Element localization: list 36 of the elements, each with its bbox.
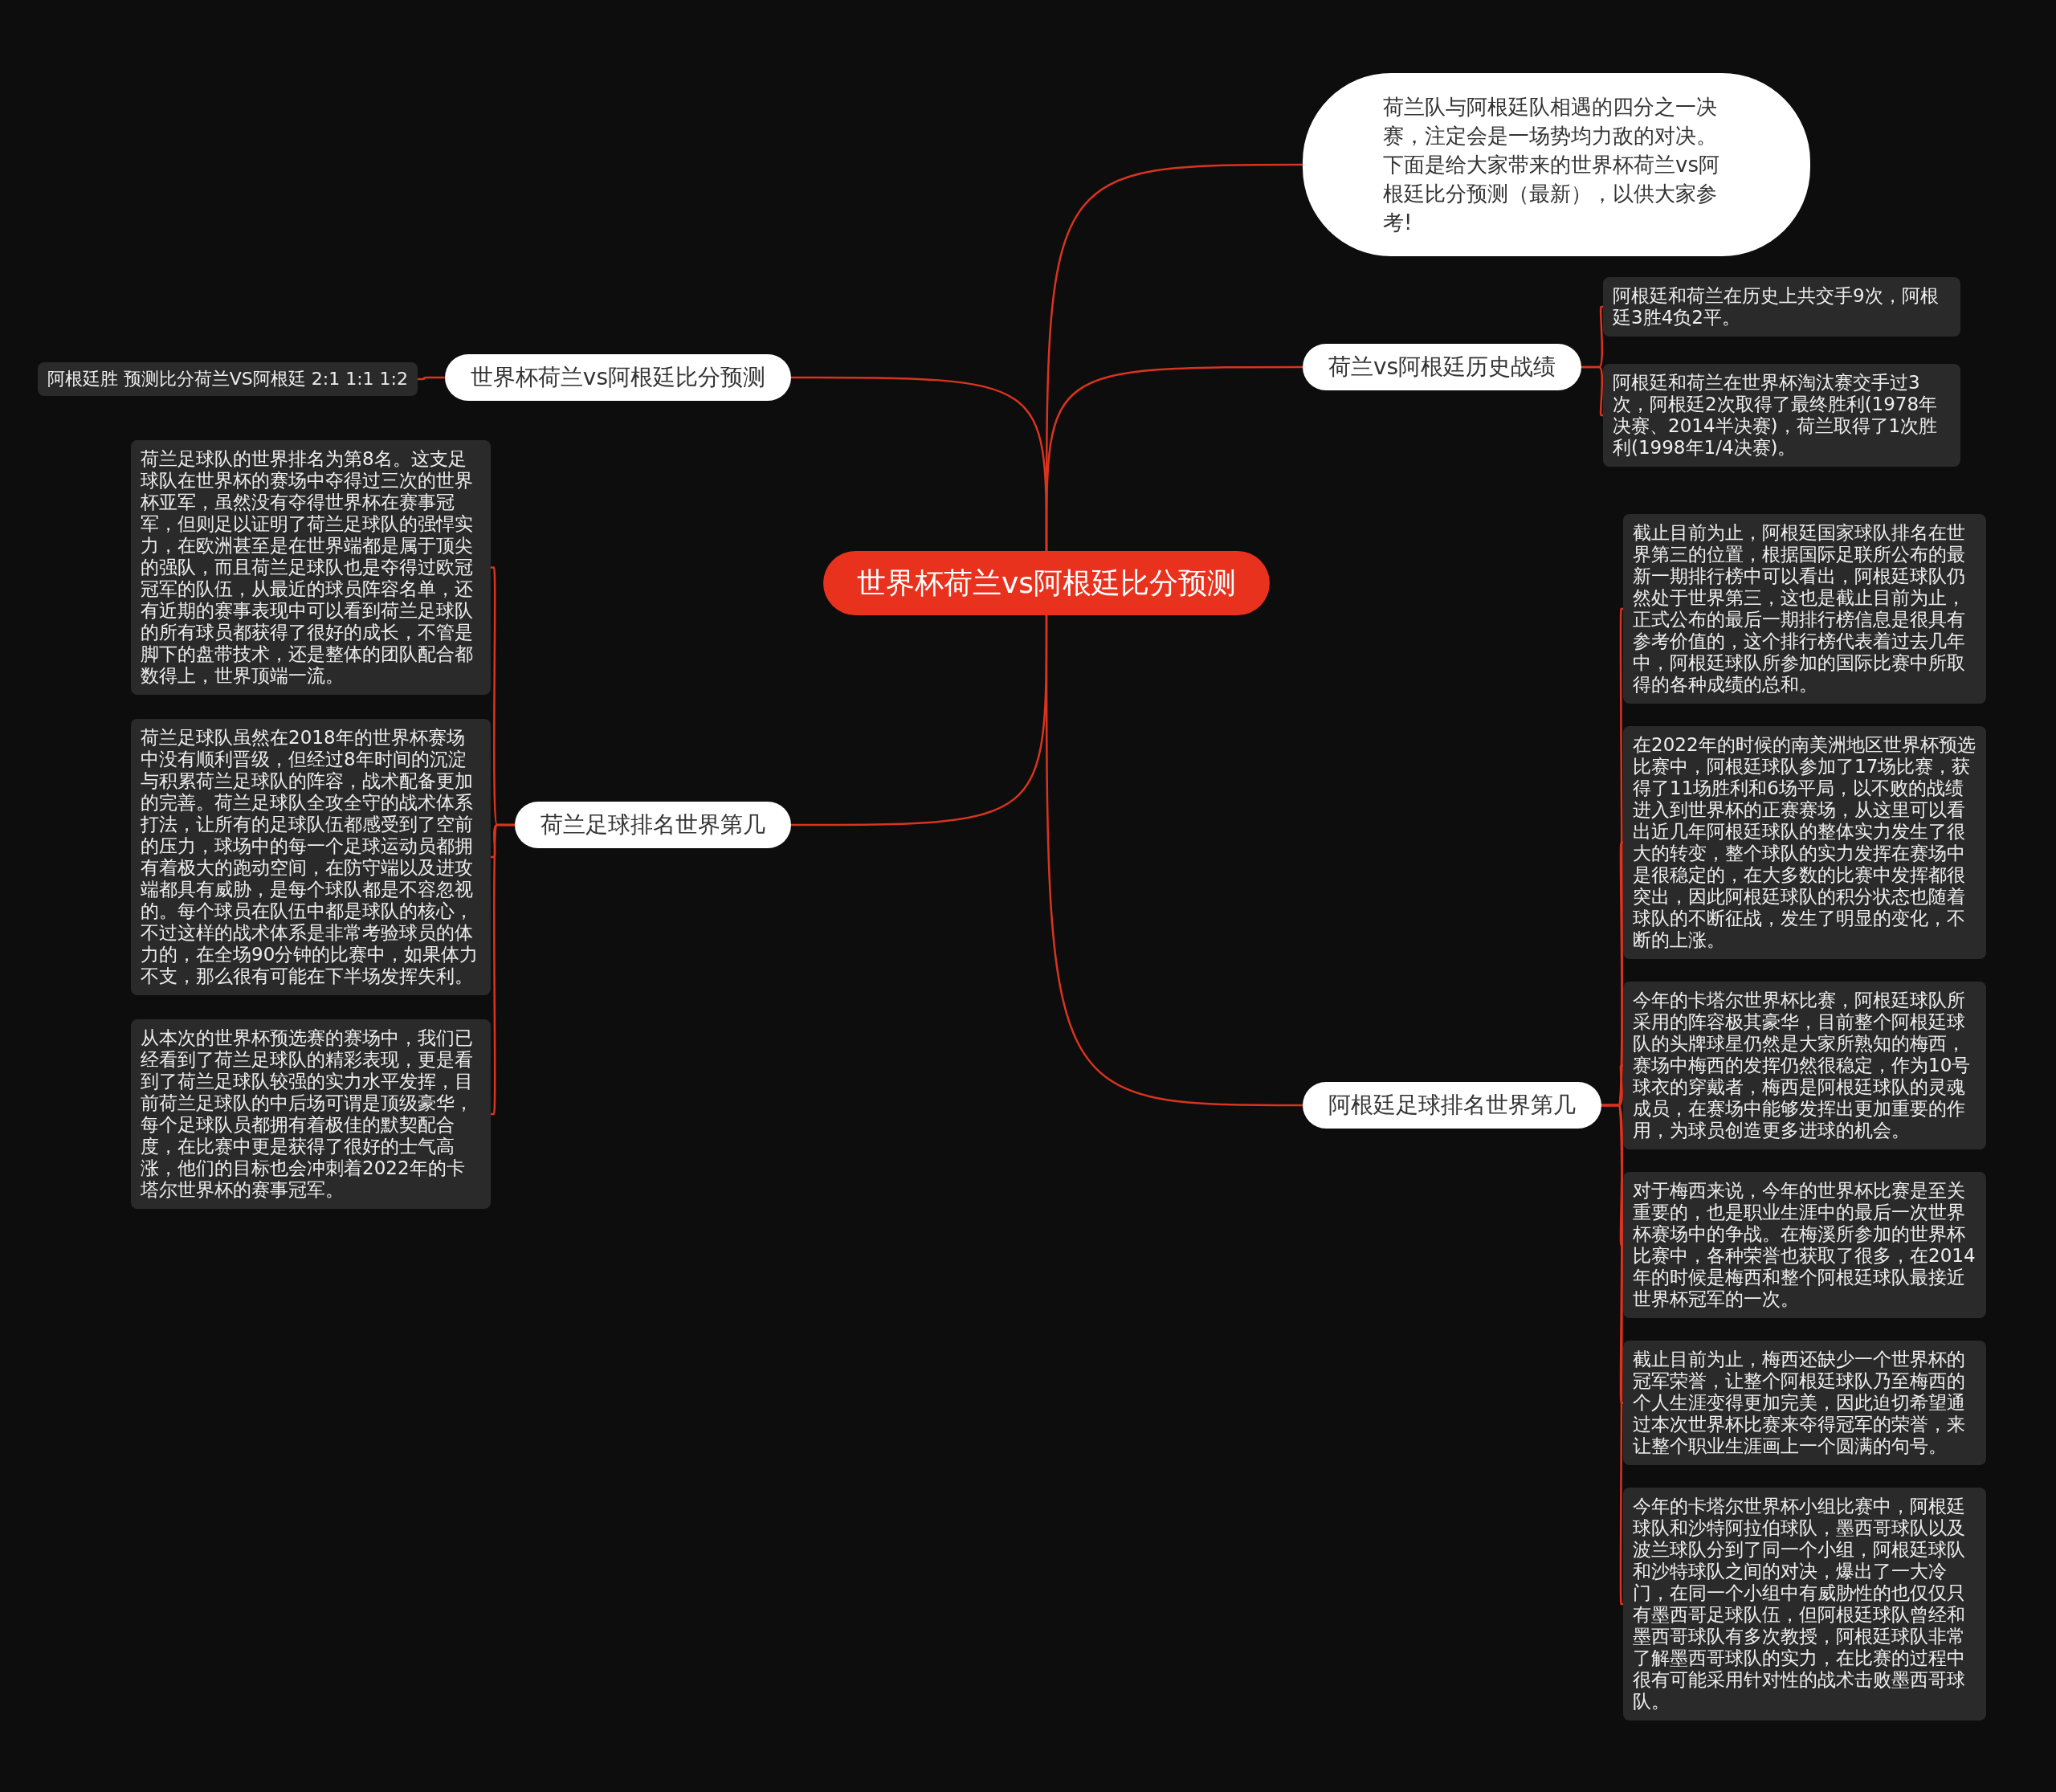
topic-title: 世界杯荷兰vs阿根廷比分预测 bbox=[855, 565, 1238, 601]
note-card bbox=[1623, 1341, 1986, 1465]
note-text: 阿根廷和荷兰在历史上共交手9次，阿根廷3胜4负2平。 bbox=[1613, 285, 1940, 329]
note-card bbox=[1603, 364, 1960, 467]
note-card bbox=[131, 1019, 491, 1209]
note-card bbox=[1603, 277, 1960, 337]
note-text: 荷兰足球队虽然在2018年的世界杯赛场中没有顺利晋级，但经过8年时间的沉淀与积累荷兰足球队的阵容，战术配备更加的完善。荷兰足球队全攻全守的战术体系打法，让所有的足球队伍都感受到了空前的压力，球场中的每一个足球运动员都拥有着极大的跑动空间，在防守端以及进攻端都具有威胁，是每个球队都是不容忽视的。每个球员在队伍中都是球队的核心，不过这样的战术体系是非常考验球员的体力的，在全场90分钟的比赛中，如果体力不支，那么很有可能在下半场发挥失利。 bbox=[141, 727, 479, 987]
note-card bbox=[1623, 1172, 1986, 1318]
intro-text: 荷兰队与阿根廷队相遇的四分之一决赛，注定会是一场势均力敌的对决。下面是给大家带来的世界杯荷兰vs阿根廷比分预测（最新），以供大家参考! bbox=[1383, 94, 1720, 236]
topic-pill bbox=[515, 802, 791, 848]
connector-line bbox=[1581, 365, 1604, 417]
note-text: 从本次的世界杯预选赛的赛场中，我们已经看到了荷兰足球队的精彩表现，更是看到了荷兰足球队较强的实力水平发挥，目前荷兰足球队的中后场可谓是顶级豪华，每个足球队员都拥有着极佳的默契配合度，在比赛中更是获得了很好的士气高涨，他们的目标也会冲刺着2022年的卡塔尔世界杯的赛事冠军。 bbox=[141, 1027, 474, 1201]
note-text: 荷兰足球队的世界排名为第8名。这支足球队在世界杯的赛场中夺得过三次的世界杯亚军，虽然没有夺得世界杯在赛事冠军，但则足以证明了荷兰足球队的强悍实力，在欧洲甚至是在世界端都是属于顶尖的强队，而且荷兰足球队也是夺得过欧冠冠军的队伍，从最近的球员阵容名单，还有近期的赛事表现中可以看到荷兰足球队的所有球员都获得了很好的成长，不管是脚下的盘带技术，还是整体的团队配合都数得上，世界顶端一流。 bbox=[141, 448, 474, 687]
note-text: 今年的卡塔尔世界杯比赛，阿根廷球队所采用的阵容极其豪华，目前整个阿根廷球队的头牌球星仍然是大家所熟知的梅西，赛场中梅西的发挥仍然很稳定，作为10号球衣的穿戴者，梅西是阿根廷球队的灵魂成员，在赛场中能够发挥出更加重要的作用，为球员创造更多进球的机会。 bbox=[1633, 990, 1972, 1141]
connector-line bbox=[418, 376, 445, 381]
connector-line bbox=[490, 823, 515, 1116]
topic-pill bbox=[1303, 344, 1582, 390]
connector-line bbox=[1601, 1104, 1625, 1606]
note-text: 阿根廷和荷兰在世界杯淘汰赛交手过3次，阿根廷2次取得了最终胜利(1978年决赛、2014半决赛)，荷兰取得了1次胜利(1998年1/4决赛)。 bbox=[1613, 372, 1939, 459]
note-text: 截止目前为止，梅西还缺少一个世界杯的冠军荣誉，让整个阿根廷球队乃至梅西的个人生涯变得更加完美，因此迫切希望通过本次世界杯比赛来夺得冠军的荣誉，来让整个职业生涯画上一个圆满的句号。 bbox=[1633, 1349, 1966, 1457]
note-card bbox=[37, 362, 418, 396]
connector-line bbox=[1045, 615, 1303, 1107]
topic-label: 阿根廷足球排名世界第几 bbox=[1328, 1092, 1576, 1119]
topic-label: 荷兰足球排名世界第几 bbox=[541, 811, 765, 839]
topic-pill bbox=[444, 354, 791, 401]
topic-label: 荷兰vs阿根廷历史战绩 bbox=[1328, 353, 1556, 381]
note-card bbox=[1623, 982, 1986, 1149]
topic-label: 世界杯荷兰vs阿根廷比分预测 bbox=[470, 364, 765, 391]
note-text: 今年的卡塔尔世界杯小组比赛中，阿根廷球队和沙特阿拉伯球队，墨西哥球队以及波兰球队分到了同一个小组，阿根廷球队和沙特球队之间的对决，爆出了一大冷门，在同一个小组中有威胁性的也仅仅只有墨西哥足球队伍，但阿根廷球队曾经和墨西哥球队有多次教授，阿根廷球队非常了解墨西哥球队的实力，在比赛的过程中很有可能采用针对性的战术击败墨西哥球队。 bbox=[1633, 1496, 1966, 1712]
note-text: 在2022年的时候的南美洲地区世界杯预选比赛中，阿根廷球队参加了17场比赛，获得了11场胜利和6场平局，以不败的战绩进入到世界杯的正赛赛场，从这里可以看出近几年阿根廷球队的整体实力发生了很大的转变，整个球队的实力发挥在赛场中是很稳定的，在大多数的比赛中发挥都很突出，因此阿根廷球队的积分状态也随着球队的不断征战，发生了明显的变化，不断的上涨。 bbox=[1633, 734, 1976, 951]
topic-pill bbox=[1303, 1082, 1601, 1129]
connector-line bbox=[1045, 365, 1303, 551]
note-text: 对于梅西来说，今年的世界杯比赛是至关重要的，也是职业生涯中的最后一次世界杯赛场中的争战。在梅溪所参加的世界杯比赛中，各种荣誉也获取了很多，在2014年的时候是梅西和整个阿根廷球队最接近世界杯冠军的一次。 bbox=[1633, 1180, 1976, 1310]
note-text: 截止目前为止，阿根廷国家球队排名在世界第三的位置，根据国际足联所公布的最新一期排行榜中可以看出，阿根廷球队仍然处于世界第三，这也是截止目前为止，正式公布的最后一期排行榜信息是很具有参考价值的，这个排行榜代表着过去几年中，阿根廷球队所参加的国际比赛中所取得的各种成绩的总和。 bbox=[1633, 522, 1966, 696]
note-card bbox=[1623, 514, 1986, 704]
note-text: 阿根廷胜 预测比分荷兰VS阿根廷 2:1 1:1 1:2 bbox=[47, 368, 408, 390]
